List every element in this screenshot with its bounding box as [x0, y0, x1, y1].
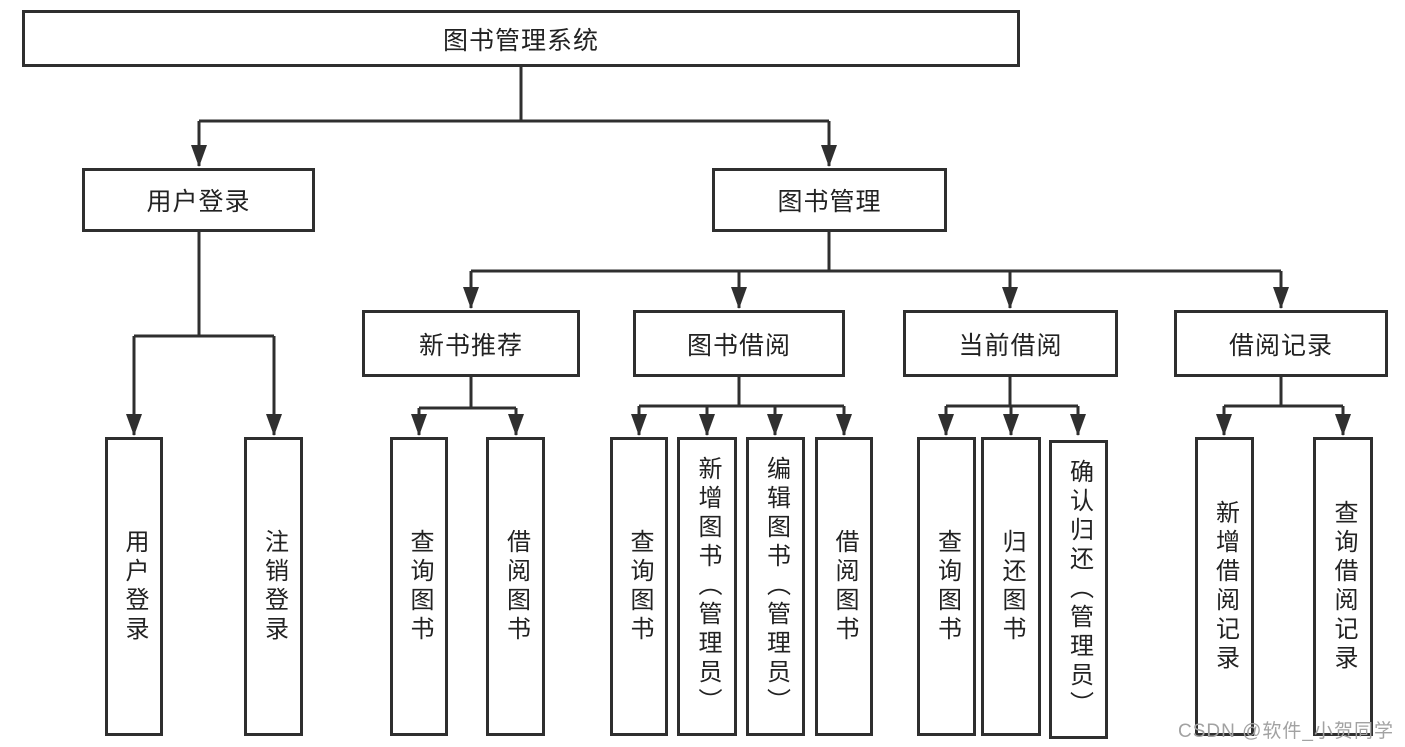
leaf-query-book-borrow-label: 查询图书 — [626, 528, 653, 645]
leaf-borrow-book-rec-label: 借阅图书 — [502, 528, 530, 645]
leaf-confirm-return-admin-label: 确认归还（管理员） — [1065, 459, 1093, 720]
connector-book-borrow — [639, 377, 844, 408]
node-root-system: 图书管理系统 — [22, 10, 1020, 67]
node-current-borrow: 当前借阅 — [903, 310, 1118, 377]
node-book-management: 图书管理 — [712, 168, 947, 232]
node-new-book-recommend-label: 新书推荐 — [418, 331, 523, 360]
node-borrow-records-label: 借阅记录 — [1228, 331, 1333, 360]
connector-borrow-records — [1224, 377, 1343, 408]
leaf-edit-book-admin-label: 编辑图书（管理员） — [762, 456, 790, 717]
connector-root — [199, 67, 829, 123]
connector-new-book-recommend — [419, 377, 516, 410]
node-book-borrow: 图书借阅 — [633, 310, 845, 377]
leaf-confirm-return-admin: 确认归还（管理员） — [1049, 440, 1108, 739]
leaf-borrow-book-label: 借阅图书 — [831, 528, 858, 645]
leaf-query-borrow-record-label: 查询借阅记录 — [1330, 499, 1357, 674]
leaf-add-book-admin-label: 新增图书（管理员） — [694, 456, 721, 717]
leaf-query-book-current-label: 查询图书 — [933, 528, 961, 645]
leaf-query-book-rec-label: 查询图书 — [406, 528, 433, 645]
connector-book-management — [471, 232, 1281, 273]
node-current-borrow-label: 当前借阅 — [958, 331, 1063, 360]
leaf-borrow-book-rec: 借阅图书 — [486, 437, 545, 736]
node-user-login-label: 用户登录 — [146, 188, 251, 216]
connector-user-login — [134, 232, 274, 338]
leaf-query-borrow-record: 查询借阅记录 — [1313, 437, 1373, 736]
csdn-watermark: CSDN @软件_小贺同学 — [1178, 721, 1394, 742]
connector-current-borrow — [946, 377, 1078, 408]
node-book-management-label: 图书管理 — [777, 188, 882, 216]
node-root-label: 图书管理系统 — [442, 26, 599, 55]
leaf-query-book-borrow: 查询图书 — [610, 437, 668, 736]
leaf-borrow-book: 借阅图书 — [815, 437, 873, 736]
leaf-query-book-rec: 查询图书 — [390, 437, 448, 736]
leaf-edit-book-admin: 编辑图书（管理员） — [746, 437, 805, 736]
leaf-return-book: 归还图书 — [981, 437, 1041, 736]
leaf-add-borrow-record-label: 新增借阅记录 — [1211, 499, 1239, 674]
leaf-user-login-label: 用户登录 — [121, 528, 148, 645]
node-new-book-recommend: 新书推荐 — [362, 310, 580, 377]
leaf-logout-login-label: 注销登录 — [260, 528, 288, 645]
node-user-login: 用户登录 — [82, 168, 315, 232]
node-book-borrow-label: 图书借阅 — [686, 331, 791, 360]
leaf-add-borrow-record: 新增借阅记录 — [1195, 437, 1254, 736]
connector-group — [126, 67, 1351, 436]
leaf-add-book-admin: 新增图书（管理员） — [677, 437, 737, 736]
leaf-user-login: 用户登录 — [105, 437, 163, 736]
leaf-query-book-current: 查询图书 — [917, 437, 976, 736]
leaf-logout-login: 注销登录 — [244, 437, 303, 736]
leaf-return-book-label: 归还图书 — [998, 528, 1025, 645]
node-borrow-records: 借阅记录 — [1174, 310, 1388, 377]
